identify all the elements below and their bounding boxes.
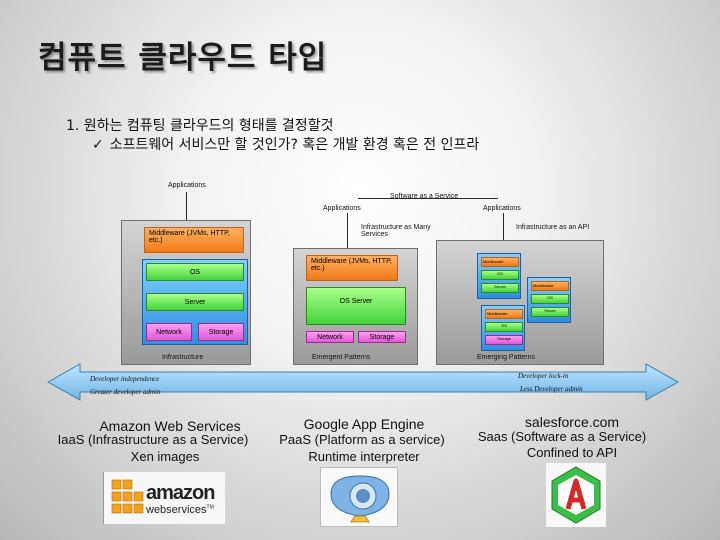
mini-box: OS (485, 322, 523, 332)
box-storage-mid: Storage (358, 331, 406, 343)
panel-paas-stack: Middleware (JVMs, HTTP, etc.) OS Server … (293, 248, 418, 365)
box-network: Network (146, 323, 192, 341)
spectrum-double-arrow (46, 363, 680, 401)
box-os-server: OS Server (306, 287, 406, 325)
google-app-engine-logo (320, 467, 398, 527)
mini-stack-3: Middleware OS Storage (481, 305, 525, 351)
amazon-tm: TM (206, 504, 214, 511)
bullet-point-1: 1. 원하는 컴퓨팅 클라우드의 형태를 결정할것 (66, 118, 334, 134)
provider-salesforce-name: salesforce.com (524, 414, 620, 430)
connector-line (347, 213, 348, 253)
mini-stack-2: Middleware OS Server (527, 277, 571, 323)
mini-stack-1: Middleware OS Server (477, 253, 521, 299)
box-server: Server (146, 293, 244, 311)
box-os: OS (146, 263, 244, 281)
mini-box: Server (481, 283, 519, 293)
mini-box: Middleware (531, 281, 569, 291)
box-middleware-mid: Middleware (JVMs, HTTP, etc.) (306, 255, 398, 281)
label-infra-many: Infrastructure as Many Services (361, 224, 431, 238)
amazon-sub: webservicesTM (146, 504, 214, 516)
check-icon: ✓ (92, 137, 104, 153)
provider-google-detail: Runtime interpreter (308, 449, 420, 464)
panel-saas-stack: Middleware OS Server Middleware OS Serve… (436, 240, 604, 365)
aws-cubes-icon (111, 479, 144, 514)
provider-salesforce-type: Saas (Software as a Service) (477, 429, 647, 444)
label-applications-left: Applications (168, 182, 206, 189)
connector-line (186, 192, 187, 220)
label-infra-api: Infrastructure as an API (516, 224, 590, 231)
mini-box: OS (531, 294, 569, 304)
label-emergent-mid: Emergent Patterns (312, 354, 371, 361)
slide-title: 컴퓨트 클라우드 타입 (38, 40, 328, 76)
provider-amazon-type: IaaS (Infrastructure as a Service) (57, 432, 249, 447)
amazon-word: amazon (146, 482, 215, 504)
label-infrastructure: Infrastructure (162, 354, 204, 361)
label-emerging-right: Emerging Patterns (477, 354, 535, 361)
mini-box: Middleware (481, 257, 519, 267)
box-middleware-left: Middleware (JVMs, HTTP, etc.) (144, 227, 244, 253)
mini-box: Middleware (485, 309, 523, 319)
mini-box: Storage (485, 335, 523, 345)
mini-box: OS (481, 270, 519, 280)
bullet-point-2-text: 소프트웨어 서비스만 할 것인가? 혹은 개발 환경 혹은 전 인프라 (109, 137, 480, 153)
bullet-point-2: ✓ 소프트웨어 서비스만 할 것인가? 혹은 개발 환경 혹은 전 인프라 (92, 134, 479, 154)
provider-salesforce-detail: Confined to API (526, 445, 618, 460)
app-engine-icon (330, 475, 390, 523)
panel-iaas-stack: Middleware (JVMs, HTTP, etc.) OS Server … (121, 220, 251, 365)
arrow-shape (46, 363, 680, 401)
spectrum-right-line1: Developer lock-in (518, 372, 569, 380)
provider-amazon-name: Amazon Web Services (99, 418, 241, 434)
salesforce-logo (546, 463, 606, 527)
provider-google-type: PaaS (Platform as a service) (279, 432, 445, 447)
connector-line (358, 198, 498, 199)
connector-line (503, 213, 504, 253)
provider-amazon-detail: Xen images (130, 449, 200, 464)
amazon-web-services-logo: amazon webservicesTM (103, 472, 225, 524)
label-applications-mid: Applications (323, 205, 361, 212)
spectrum-left-line1: Developer independence (90, 375, 160, 383)
label-applications-right: Applications (483, 205, 521, 212)
provider-google-name: Google App Engine (303, 416, 425, 432)
box-network-mid: Network (306, 331, 354, 343)
cloud-stack-diagram: Applications Software as a Service Appli… (118, 178, 608, 370)
amazon-sub-text: webservices (146, 504, 207, 516)
mini-box: Server (531, 307, 569, 317)
box-storage: Storage (198, 323, 244, 341)
spectrum-right-line2: Less Developer admin (520, 385, 583, 393)
label-software-as-service: Software as a Service (390, 193, 459, 200)
spectrum-left-line2: Greater developer admin (90, 388, 161, 396)
salesforce-a-icon (551, 466, 601, 524)
